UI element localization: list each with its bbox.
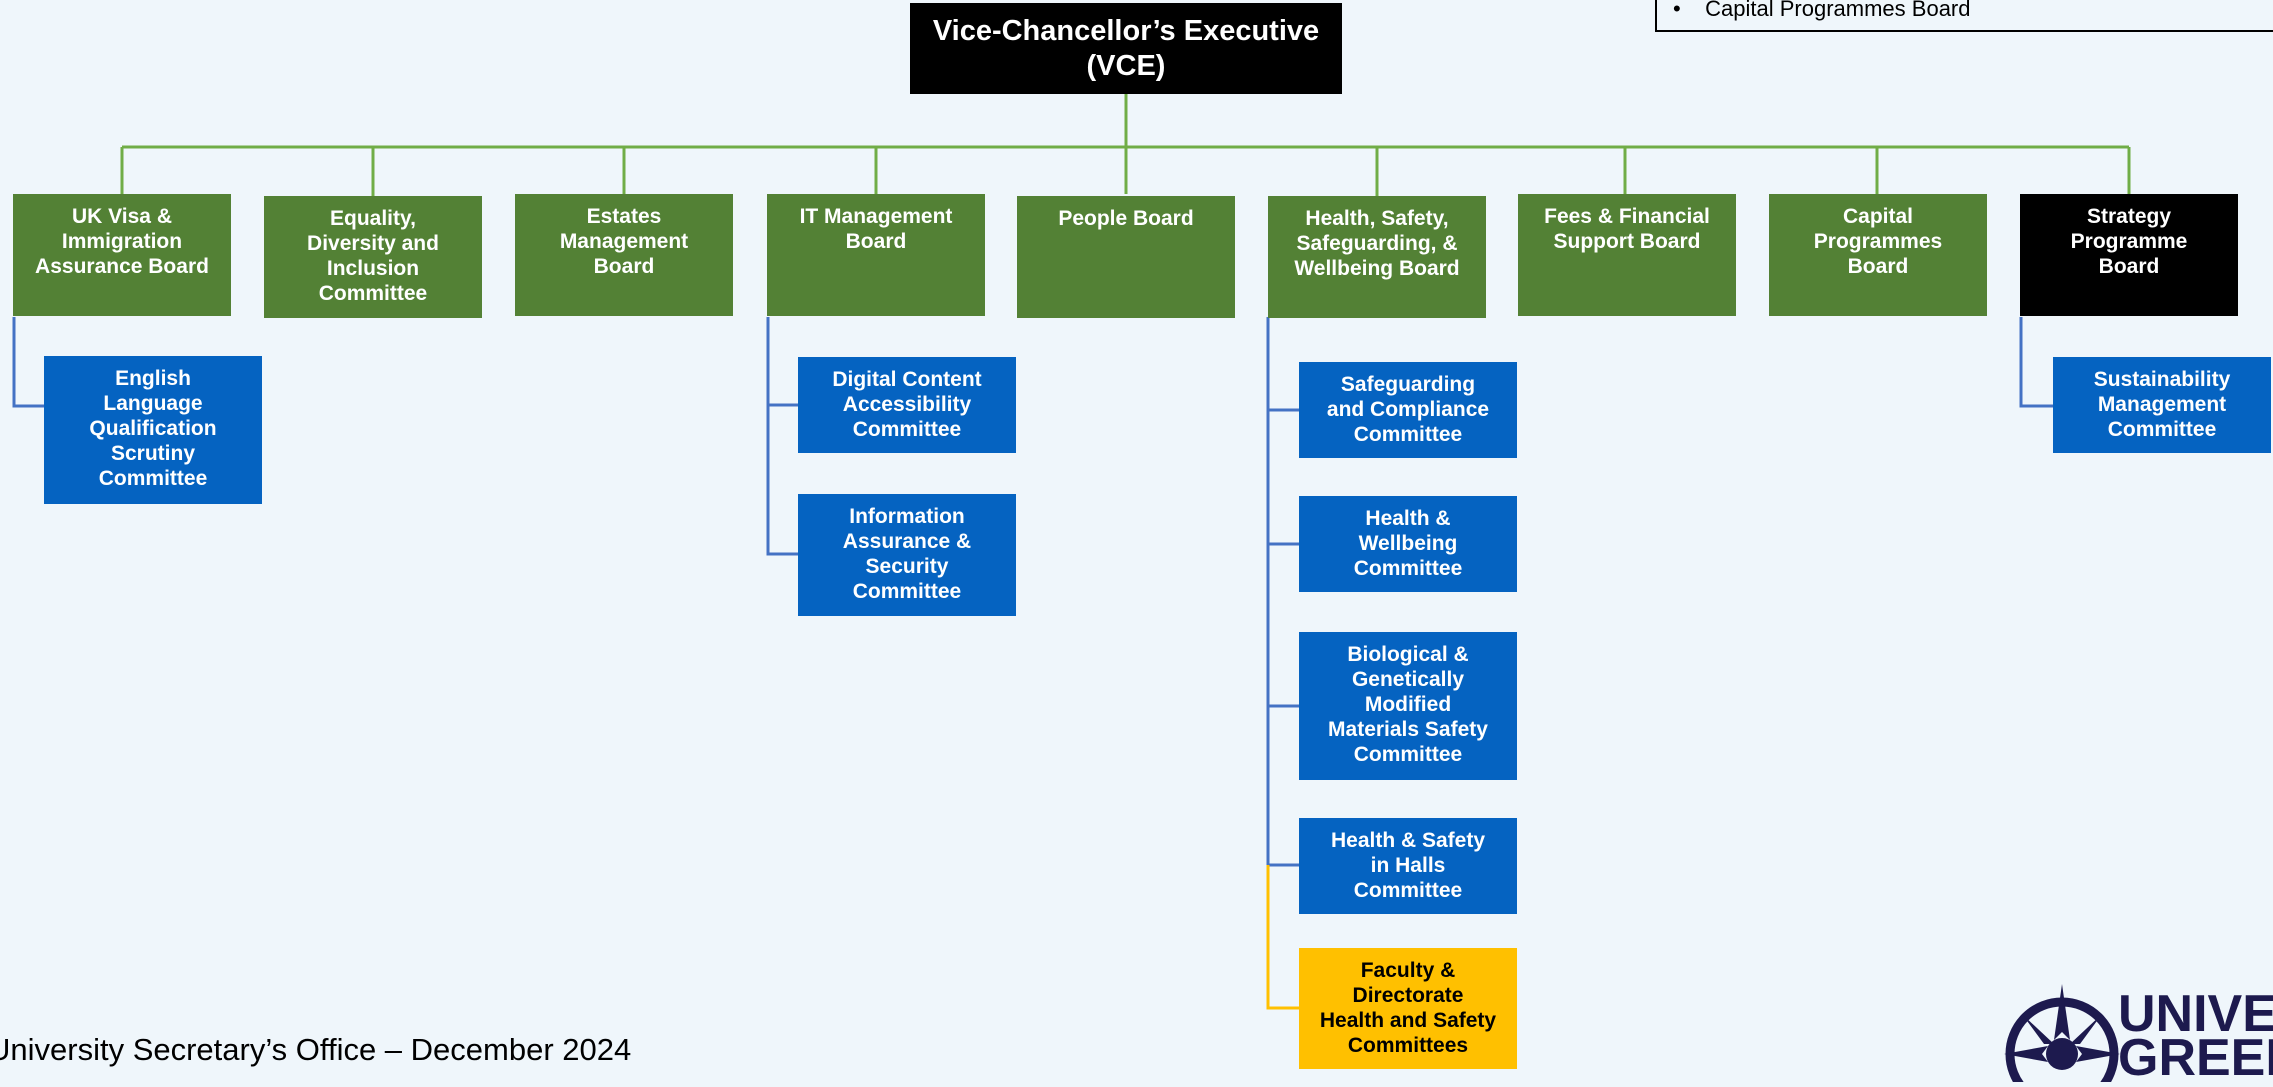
board-line: Support Board <box>1553 230 1701 253</box>
committee-line: Health & <box>1365 507 1451 530</box>
board-line: Immigration <box>61 230 183 253</box>
committee-line: Sustainability <box>2093 368 2231 391</box>
committee-line: Materials Safety <box>1328 718 1488 741</box>
vce-title: Vice-Chancellor’s Executive <box>932 14 1320 47</box>
board-line: Board <box>593 255 655 278</box>
legend-item: • Capital Programmes Board <box>1673 0 1971 22</box>
committee-line: Faculty & <box>1360 959 1456 982</box>
legend-box <box>1655 0 2273 32</box>
board-line: Committee <box>318 282 428 305</box>
committee-line: Language <box>103 392 203 415</box>
board-line: Fees & Financial <box>1544 205 1710 228</box>
vce-abbrev: (VCE) <box>1086 49 1166 82</box>
vce-node: Vice-Chancellor’s Executive (VCE) <box>910 3 1342 94</box>
logo-line: GREEN <box>2118 1029 2273 1087</box>
board-line: UK Visa & <box>72 205 172 228</box>
committee-line: Biological & <box>1347 643 1469 666</box>
board-line: Health, Safety, <box>1305 207 1449 230</box>
board-line: Diversity and <box>307 232 439 255</box>
committee-line: Directorate <box>1352 984 1464 1007</box>
committee-line: Committees <box>1347 1034 1469 1057</box>
committee-line: Genetically <box>1351 668 1465 691</box>
board-line: Board <box>845 230 907 253</box>
committee-line: Committee <box>98 467 208 490</box>
board-line: People Board <box>1058 207 1194 230</box>
legend-bullet: • <box>1673 0 1681 21</box>
board-line: Inclusion <box>326 257 420 280</box>
legend-label: Capital Programmes Board <box>1705 0 1971 21</box>
board-hssw: Health, Safety,Safeguarding, &Wellbeing … <box>1268 196 1486 318</box>
board-line: Strategy <box>2086 205 2172 228</box>
committee-line: English <box>115 367 191 390</box>
board-line: Wellbeing Board <box>1294 257 1460 280</box>
board-line: Board <box>2098 255 2160 278</box>
committee-line: and Compliance <box>1326 398 1490 421</box>
committee-line: Committee <box>1353 423 1463 446</box>
committee-line: Committee <box>1353 557 1463 580</box>
logo-wordmark: UNIVER GREEN <box>2118 985 2273 1087</box>
committee-line: Accessibility <box>842 393 972 416</box>
board-line: Estates <box>586 205 662 228</box>
committee-line: Committee <box>1353 879 1463 902</box>
compass-logo-icon <box>2004 984 2120 1082</box>
committee-line: Management <box>2097 393 2227 416</box>
board-line: Equality, <box>330 207 416 230</box>
board-people: People Board <box>1017 196 1235 318</box>
committee-line: Health and Safety <box>1319 1009 1497 1032</box>
logo-line: UNIVER <box>2118 985 2273 1043</box>
committee-line: Safeguarding <box>1340 373 1476 396</box>
board-line: Management <box>559 230 689 253</box>
board-line: Safeguarding, & <box>1296 232 1458 255</box>
board-line: Assurance Board <box>35 255 209 278</box>
committee-line: Security <box>865 555 949 578</box>
committee-line: Committee <box>2107 418 2217 441</box>
board-line: Capital <box>1842 205 1913 228</box>
footer-text: University Secretary’s Office – December… <box>0 1032 632 1067</box>
committee-line: Health & Safety <box>1330 829 1486 852</box>
committee-line: Digital Content <box>832 368 982 391</box>
committee-line: Committee <box>852 580 962 603</box>
committee-line: Assurance & <box>842 530 972 553</box>
committee-line: Modified <box>1364 693 1452 716</box>
board-line: Board <box>1847 255 1909 278</box>
committee-line: Committee <box>1353 743 1463 766</box>
committee-line: in Halls <box>1370 854 1446 877</box>
board-line: IT Management <box>799 205 953 228</box>
committee-line: Scrutiny <box>110 442 196 465</box>
committee-line: Qualification <box>89 417 217 440</box>
board-line: Programme <box>2070 230 2188 253</box>
board-line: Programmes <box>1813 230 1943 253</box>
committee-line: Information <box>849 505 965 528</box>
committee-line: Wellbeing <box>1358 532 1458 555</box>
committee-line: Committee <box>852 418 962 441</box>
